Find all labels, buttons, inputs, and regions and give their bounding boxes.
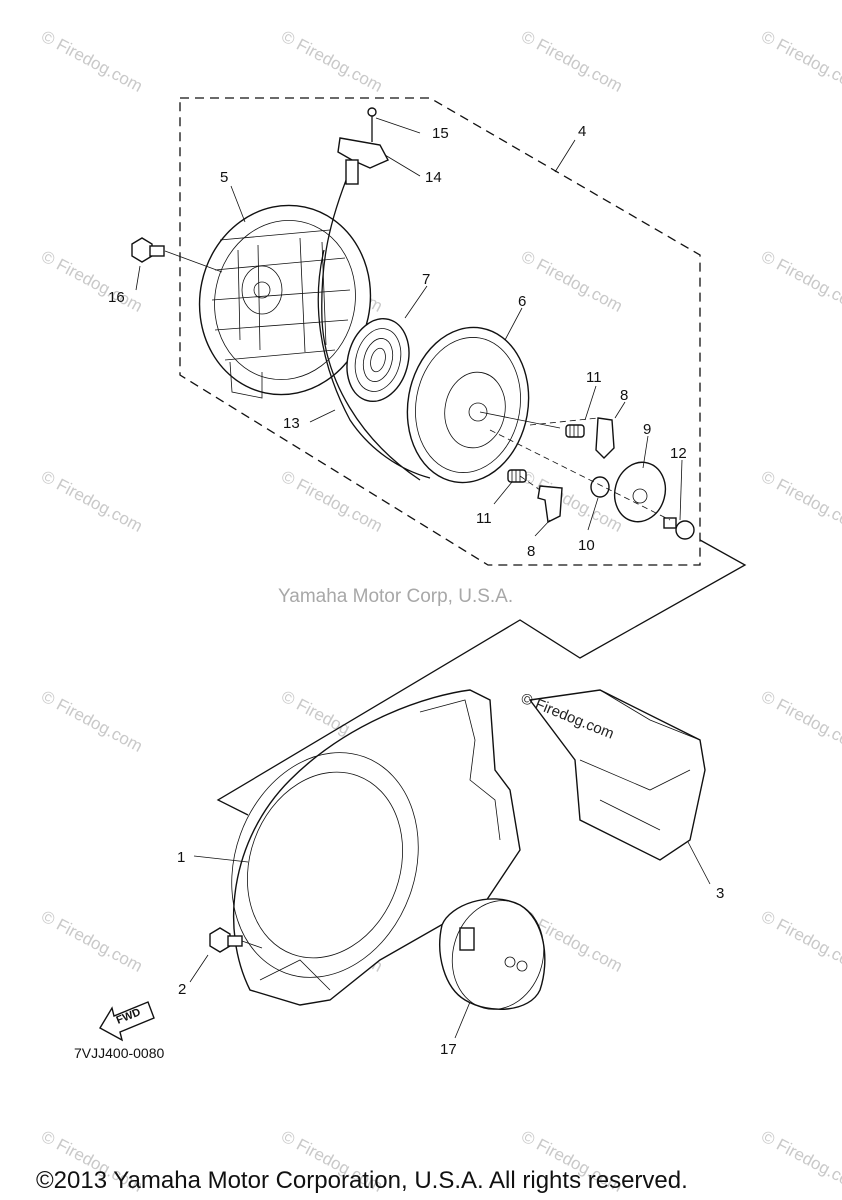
callout-15: 15 [432,125,449,142]
callout-4: 4 [578,123,586,140]
callout-16: 16 [108,289,125,306]
background-watermark-1: © Firedog.com [278,27,386,96]
assembly-boundary [179,97,701,566]
cover-bracket [528,689,706,861]
assembly-link-line [216,539,747,816]
background-watermark-10: © Firedog.com [518,467,626,536]
callout-7: 7 [422,271,430,288]
callout-9: 9 [643,421,651,438]
callout-8-upper: 8 [620,387,628,404]
background-watermark-11: © Firedog.com [758,467,842,536]
leader-lines [135,117,711,1039]
copyright-notice: ©2013 Yamaha Motor Corporation, U.S.A. A… [36,1167,688,1194]
background-watermark-14: © Firedog.com [758,687,842,756]
diagram-code: 7VJJ400-0080 [74,1045,165,1061]
callout-14: 14 [425,169,442,186]
callout-2: 2 [178,981,186,998]
center-watermark: Yamaha Motor Corp, U.S.A. [278,586,513,607]
starter-handle [337,107,389,185]
axis-line [489,417,671,521]
clip-ring [590,476,610,498]
background-watermark-0: © Firedog.com [38,27,146,96]
drive-plate [613,461,667,523]
bolt-2 [209,927,263,953]
pawl-spring-upper [565,424,585,438]
callout-17: 17 [440,1041,457,1058]
pawl-lower [537,485,563,524]
starter-case [198,204,372,399]
fwd-arrow-icon: FWD [99,1001,155,1042]
callout-11-upper: 11 [586,369,602,386]
bolt-12 [663,517,695,540]
background-watermark-4: © Firedog.com [38,247,146,316]
bolt-16 [131,237,223,273]
cap-17 [439,898,546,1010]
fan-cover [231,689,521,1006]
callout-1: 1 [177,849,185,866]
pawl-spring-lower [507,469,527,483]
background-watermark-9: © Firedog.com [278,467,386,536]
background-watermark-7: © Firedog.com [758,247,842,316]
callout-8-lower: 8 [527,543,535,560]
background-watermark-6: © Firedog.com [518,247,626,316]
callout-3: 3 [716,885,724,902]
background-watermark-2: © Firedog.com [518,27,626,96]
callout-5: 5 [220,169,228,186]
pawl-upper [595,417,615,459]
callout-11-lower: 11 [476,510,492,527]
background-watermark-3: © Firedog.com [758,27,842,96]
background-watermark-18: © Firedog.com [758,907,842,976]
pulley [406,326,561,484]
callout-12: 12 [670,445,687,462]
callout-10: 10 [578,537,595,554]
background-watermark-8: © Firedog.com [38,467,146,536]
background-watermark-15: © Firedog.com [38,907,146,976]
starter-rope [317,169,431,481]
background-watermark-22: © Firedog.com [758,1127,842,1196]
recoil-spring [346,317,410,403]
background-watermark-12: © Firedog.com [38,687,146,756]
callout-6: 6 [518,293,526,310]
callout-13: 13 [283,415,300,432]
background-watermarks: © Firedog.com © Firedog.com © Firedog.co… [38,27,842,1196]
callout-numbers: 15 14 4 5 16 7 6 11 8 9 12 13 11 8 10 1 … [108,123,724,1058]
